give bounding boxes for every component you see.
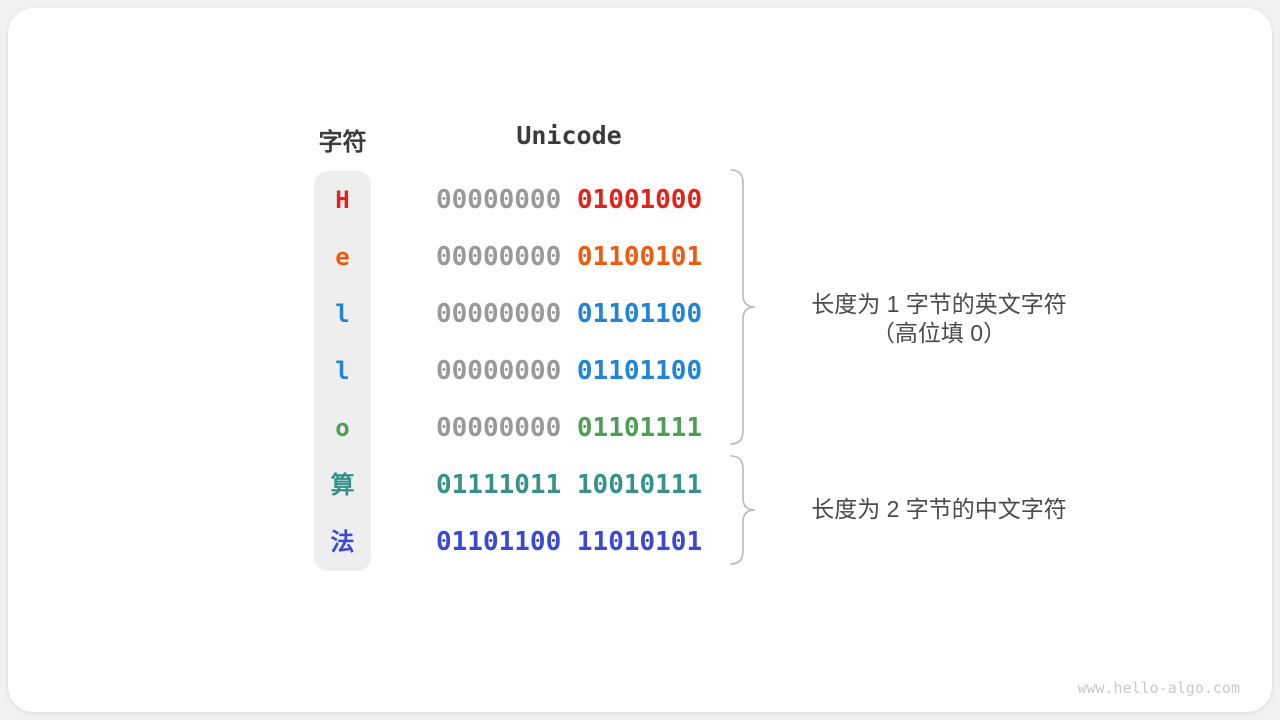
byte-segment: 01111011 <box>436 469 562 500</box>
annotation-1byte-line2: （高位填 0） <box>871 320 1007 346</box>
byte-segment: 00000000 <box>436 298 562 329</box>
byte-segment: 01100101 <box>576 241 703 272</box>
char-cell: l <box>335 299 350 328</box>
unicode-binary-cell: 00000000 01001000 <box>436 187 702 213</box>
watermark-url: www.hello-algo.com <box>1077 679 1240 697</box>
byte-segment: 11010101 <box>576 526 703 557</box>
table-row: 法 01101100 11010101 <box>8 513 1272 570</box>
column-header-unicode: Unicode <box>516 121 622 150</box>
byte-segment: 01101100 <box>436 526 562 557</box>
annotation-1byte-line1: 长度为 1 字节的英文字符 <box>811 291 1067 317</box>
unicode-binary-cell: 00000000 01101100 <box>436 301 702 327</box>
unicode-binary-cell: 00000000 01101111 <box>436 415 702 441</box>
column-header-char: 字符 <box>318 129 367 156</box>
char-column-background <box>314 171 371 571</box>
annotation-1byte: 长度为 1 字节的英文字符 （高位填 0） <box>778 290 1100 348</box>
byte-segment: 00000000 <box>436 241 562 272</box>
diagram-card: 字符 Unicode H 00000000 01001000 e 00000000 0… <box>8 8 1272 712</box>
byte-segment: 01101100 <box>576 355 703 386</box>
byte-segment: 10010111 <box>576 469 703 500</box>
byte-segment: 00000000 <box>436 412 562 443</box>
curly-brace-2byte-icon <box>730 455 756 565</box>
annotation-2byte-line1: 长度为 2 字节的中文字符 <box>811 496 1067 522</box>
byte-segment: 01001000 <box>576 184 703 215</box>
table-row: H 00000000 01001000 <box>8 171 1272 228</box>
annotation-2byte: 长度为 2 字节的中文字符 <box>778 495 1100 524</box>
byte-segment: 01101111 <box>576 412 703 443</box>
char-cell: l <box>335 356 350 385</box>
table-row: 算 01111011 10010111 <box>8 456 1272 513</box>
table-row: l 00000000 01101100 <box>8 285 1272 342</box>
byte-segment: 01101100 <box>576 298 703 329</box>
curly-brace-1byte-icon <box>730 169 756 445</box>
byte-segment: 00000000 <box>436 355 562 386</box>
table-row: o 00000000 01101111 <box>8 399 1272 456</box>
unicode-binary-cell: 00000000 01101100 <box>436 358 702 384</box>
unicode-binary-cell: 01101100 11010101 <box>436 529 702 555</box>
char-cell: e <box>335 242 350 271</box>
table-row: e 00000000 01100101 <box>8 228 1272 285</box>
char-cell: 法 <box>330 527 355 556</box>
unicode-binary-cell: 00000000 01100101 <box>436 244 702 270</box>
byte-segment: 00000000 <box>436 184 562 215</box>
unicode-binary-cell: 01111011 10010111 <box>436 472 702 498</box>
char-cell: 算 <box>330 470 355 499</box>
table-row: l 00000000 01101100 <box>8 342 1272 399</box>
char-cell: o <box>335 413 350 442</box>
char-cell: H <box>335 185 350 214</box>
